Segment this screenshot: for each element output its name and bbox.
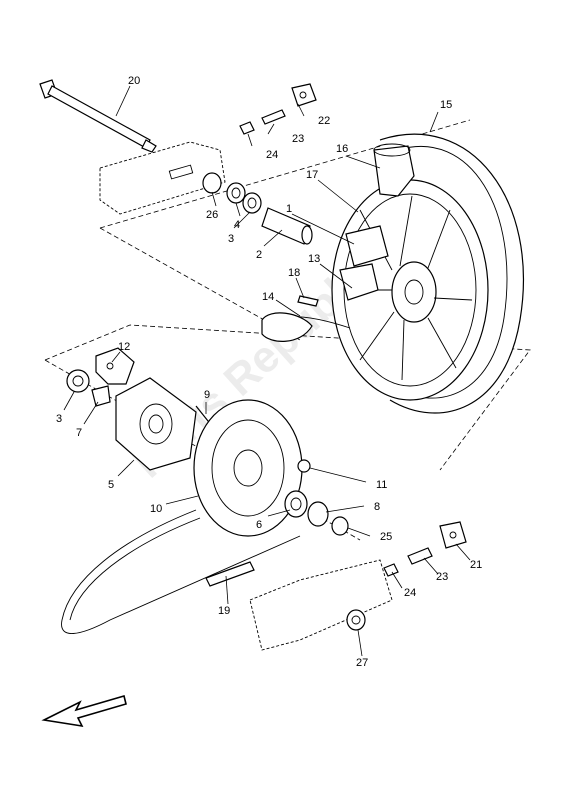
callout-4: 4: [234, 219, 240, 231]
callout-1: 1: [286, 203, 292, 215]
callout-labels: 1 2 3 4 26 20 22 23 24 15 16 17 13 18 14…: [56, 75, 482, 669]
callout-21: 21: [470, 559, 482, 571]
callout-3-lower: 3: [56, 413, 62, 425]
leader-lines: [63, 85, 471, 657]
callout-7: 7: [76, 427, 82, 439]
drive-chain: [61, 509, 301, 634]
callout-8: 8: [374, 501, 380, 513]
callout-5: 5: [108, 479, 114, 491]
callout-25: 25: [380, 531, 392, 543]
callout-9: 9: [204, 389, 210, 401]
callout-11: 11: [376, 479, 387, 491]
sprocket-hub: [115, 377, 197, 471]
chain-adjuster-lower: [383, 521, 467, 577]
callout-19: 19: [218, 605, 230, 617]
axle: [39, 79, 157, 153]
callout-15: 15: [440, 99, 452, 111]
callout-23: 23: [292, 133, 304, 145]
callout-2: 2: [256, 249, 262, 261]
swingarm-lower: [249, 559, 393, 651]
callout-22: 22: [318, 115, 330, 127]
callout-6: 6: [256, 519, 262, 531]
callout-27: 27: [356, 657, 368, 669]
swingarm-upper: [99, 141, 226, 215]
callout-3: 3: [228, 233, 234, 245]
bearing-set-left: [202, 172, 313, 245]
callout-13: 13: [308, 253, 320, 265]
callout-12: 12: [118, 341, 130, 353]
callout-16: 16: [336, 143, 348, 155]
sprocket-side-parts: [284, 459, 349, 536]
callout-23-lower: 23: [436, 571, 448, 583]
front-direction-arrow-icon: [41, 694, 127, 728]
callout-24-lower: 24: [404, 587, 416, 599]
valve: [261, 295, 351, 342]
axle-nut: [346, 609, 366, 631]
rear-sprocket: [193, 399, 303, 537]
callout-14: 14: [262, 291, 274, 303]
callout-18: 18: [288, 267, 300, 279]
chain-adjuster-upper: [239, 83, 317, 135]
callout-26: 26: [206, 209, 218, 221]
callout-10: 10: [150, 503, 162, 515]
rim-band: [373, 143, 415, 197]
wheel-hub: [339, 225, 389, 301]
caliper-bracket: [95, 347, 135, 385]
bearing-set-right: [66, 369, 111, 407]
callout-20: 20: [128, 75, 140, 87]
callout-24: 24: [266, 149, 278, 161]
callout-17: 17: [306, 169, 318, 181]
